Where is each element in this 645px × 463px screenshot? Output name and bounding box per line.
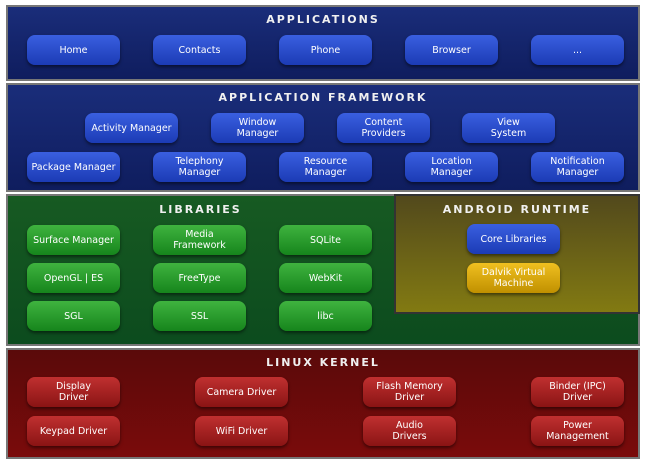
dalvik-virtual-machine[interactable]: Dalvik Virtual Machine — [467, 263, 560, 293]
android-runtime-layer: Android Runtime — [394, 194, 640, 314]
location-manager[interactable]: Location Manager — [405, 152, 498, 182]
sgl[interactable]: SGL — [27, 301, 120, 331]
audio-drivers[interactable]: Audio Drivers — [363, 416, 456, 446]
app-phone[interactable]: Phone — [279, 35, 372, 65]
view-system[interactable]: View System — [462, 113, 555, 143]
app-browser[interactable]: Browser — [405, 35, 498, 65]
webkit[interactable]: WebKit — [279, 263, 372, 293]
keypad-driver[interactable]: Keypad Driver — [27, 416, 120, 446]
activity-manager[interactable]: Activity Manager — [85, 113, 178, 143]
ssl[interactable]: SSL — [153, 301, 246, 331]
display-driver[interactable]: Display Driver — [27, 377, 120, 407]
telephony-manager[interactable]: Telephony Manager — [153, 152, 246, 182]
app-contacts[interactable]: Contacts — [153, 35, 246, 65]
package-manager[interactable]: Package Manager — [27, 152, 120, 182]
window-manager[interactable]: Window Manager — [211, 113, 304, 143]
resource-manager[interactable]: Resource Manager — [279, 152, 372, 182]
runtime-title: Android Runtime — [442, 203, 592, 216]
camera-driver[interactable]: Camera Driver — [195, 377, 288, 407]
wifi-driver[interactable]: WiFi Driver — [195, 416, 288, 446]
flash-memory-driver[interactable]: Flash Memory Driver — [363, 377, 456, 407]
framework-title: Application Framework — [218, 91, 428, 104]
opengl-es[interactable]: OpenGL | ES — [27, 263, 120, 293]
surface-manager[interactable]: Surface Manager — [27, 225, 120, 255]
content-providers[interactable]: Content Providers — [337, 113, 430, 143]
kernel-title: Linux Kernel — [266, 356, 380, 369]
app-more[interactable]: ... — [531, 35, 624, 65]
app-home[interactable]: Home — [27, 35, 120, 65]
media-framework[interactable]: Media Framework — [153, 225, 246, 255]
core-libraries[interactable]: Core Libraries — [467, 224, 560, 254]
applications-title: Applications — [266, 13, 380, 26]
libc[interactable]: libc — [279, 301, 372, 331]
libraries-title: Libraries — [159, 203, 242, 216]
binder-ipc-driver[interactable]: Binder (IPC) Driver — [531, 377, 624, 407]
notification-manager[interactable]: Notification Manager — [531, 152, 624, 182]
freetype[interactable]: FreeType — [153, 263, 246, 293]
sqlite[interactable]: SQLite — [279, 225, 372, 255]
power-management[interactable]: Power Management — [531, 416, 624, 446]
